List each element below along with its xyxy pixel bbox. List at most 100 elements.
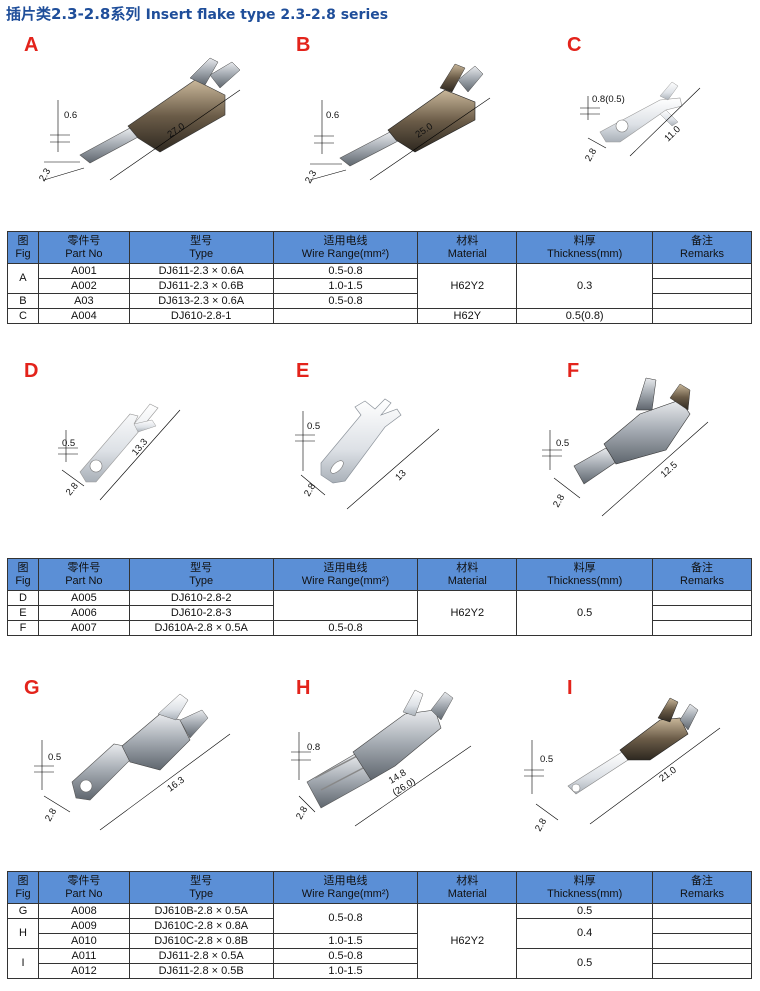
table-row: F A007 DJ610A-2.8 × 0.5A 0.5-0.8	[7, 620, 752, 636]
remarks-cell	[652, 278, 752, 294]
figure-b-terminal: 0.6 25.0 2.3	[290, 40, 520, 204]
type-cell: DJ610C-2.8 × 0.8A	[128, 918, 274, 934]
type-cell: DJ611-2.3 × 0.6B	[128, 278, 274, 294]
part-cell: A005	[37, 590, 130, 606]
table-row: D A005 DJ610-2.8-2 H62Y2 0.5	[7, 590, 752, 636]
figure-label-c: C	[567, 34, 582, 56]
thickness-cell: 0.5	[516, 948, 654, 979]
dim-c-length: 11.0	[662, 124, 682, 144]
part-cell: A009	[37, 918, 130, 934]
remarks-cell	[652, 903, 752, 919]
part-cell: A010	[37, 933, 130, 949]
dim-e-width: 2.8	[302, 482, 318, 499]
wire-cell: 0.5-0.8	[272, 293, 419, 309]
terminal-e-image	[320, 398, 402, 484]
type-cell: DJ610B-2.8 × 0.5A	[128, 903, 274, 919]
fig-cell: F	[7, 620, 39, 636]
type-cell: DJ611-2.3 × 0.6A	[128, 263, 274, 279]
dim-e-length: 13	[393, 468, 408, 483]
terminal-b-image	[339, 63, 484, 167]
wire-cell: 0.5-0.8	[272, 948, 419, 964]
wire-cell: 1.0-1.5	[272, 278, 419, 294]
dim-d-thickness: 0.5	[62, 438, 75, 449]
type-cell: DJ610C-2.8 × 0.8B	[128, 933, 274, 949]
title-chinese: 插片类2.3-2.8系列	[6, 5, 141, 23]
thickness-cell: 0.4	[516, 918, 654, 949]
part-cell: A002	[37, 278, 130, 294]
dim-a-width: 2.3	[37, 167, 53, 184]
type-cell: DJ611-2.8 × 0.5B	[128, 963, 274, 979]
thickness-cell: 0.5	[516, 903, 654, 919]
wire-cell: 1.0-1.5	[272, 963, 419, 979]
dim-g-thickness: 0.5	[48, 752, 61, 763]
table-row: G A008 DJ610B-2.8 × 0.5A 0.5-0.8 H62Y2 0…	[7, 903, 752, 979]
material-cell: H62Y	[417, 308, 518, 324]
remarks-cell	[652, 590, 752, 606]
figure-a-terminal: 0.6 27.0 2.3	[20, 40, 260, 204]
material-cell: H62Y2	[417, 903, 518, 979]
thickness-cell: 0.3	[516, 263, 654, 309]
figure-label-e: E	[296, 360, 310, 382]
table-row: A012 DJ611-2.8 × 0.5B 1.0-1.5	[8, 963, 752, 979]
dim-c-width: 2.8	[583, 147, 599, 164]
dim-d-width: 2.8	[64, 481, 81, 498]
figure-e-terminal: 0.5 13 2.8	[285, 385, 475, 529]
figure-g-terminal: 0.5 16.3 2.8	[30, 680, 260, 844]
dim-e-thickness: 0.5	[307, 421, 320, 432]
remarks-cell	[652, 948, 752, 964]
figure-f-terminal: 0.5 12.5 2.8	[540, 370, 740, 534]
dim-i-thickness: 0.5	[540, 754, 553, 765]
remarks-cell	[652, 918, 752, 934]
part-cell: A012	[37, 963, 130, 979]
dim-h-thickness: 0.8	[307, 742, 320, 753]
table-row: A002 DJ611-2.3 × 0.6B 1.0-1.5	[8, 278, 752, 294]
figure-i-terminal: 0.5 21.0 2.8	[520, 690, 750, 844]
wire-cell	[272, 590, 419, 621]
dim-b-thickness: 0.6	[326, 110, 339, 121]
figure-label-g: G	[24, 677, 40, 699]
dim-c-thickness: 0.8(0.5)	[592, 94, 625, 105]
remarks-cell	[652, 620, 752, 636]
dim-g-width: 2.8	[43, 807, 59, 824]
remarks-cell	[652, 308, 752, 324]
dim-i-width: 2.8	[533, 817, 549, 834]
remarks-cell	[652, 293, 752, 309]
part-cell: A008	[37, 903, 130, 919]
terminal-h-image	[306, 689, 454, 809]
part-cell: A006	[37, 605, 130, 621]
table-row: A A001 DJ611-2.3 × 0.6A 0.5-0.8 H62Y2 0.…	[7, 263, 752, 309]
fig-cell: D	[7, 590, 39, 606]
type-cell: DJ610A-2.8 × 0.5A	[128, 620, 274, 636]
remarks-cell	[652, 605, 752, 621]
figure-h-terminal: 0.8 14.8 (26.0) 2.8	[285, 680, 495, 844]
material-cell: H62Y2	[417, 263, 518, 309]
figure-d-terminal: 0.5 13.3 2.8	[40, 390, 240, 524]
type-cell: DJ610-2.8-1	[128, 308, 274, 324]
material-cell: H62Y2	[417, 590, 518, 636]
fig-cell: B	[7, 293, 39, 309]
wire-cell: 1.0-1.5	[272, 933, 419, 949]
figure-c-terminal: 0.8(0.5) 11.0 2.8	[560, 60, 730, 184]
